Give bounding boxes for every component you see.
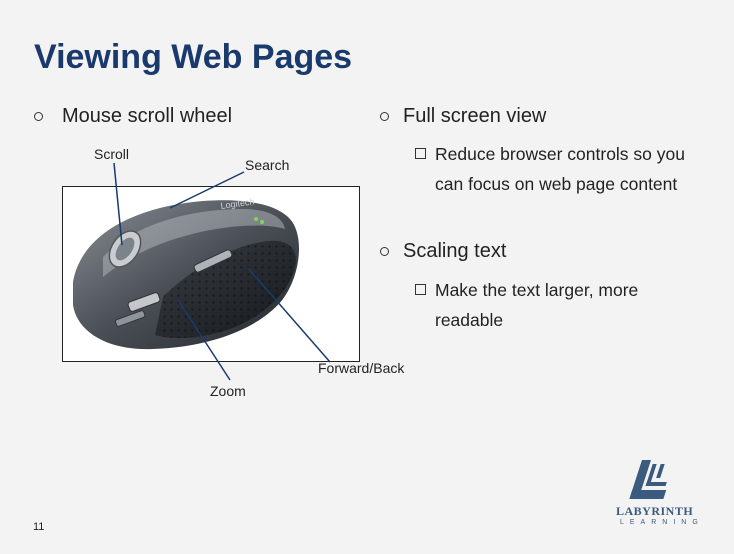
- sub-bullet-reduce-controls: Reduce browser controls so you can focus…: [435, 144, 685, 194]
- zoom-callout-line: [177, 299, 231, 381]
- bullet-square-icon: [415, 284, 426, 295]
- bullet-circle-icon: [34, 112, 43, 121]
- bullet-mouse-scroll-wheel: Mouse scroll wheel: [62, 105, 233, 127]
- labyrinth-learning-logo: LABYRINTH LEARNING: [610, 458, 710, 534]
- bullet-square-icon: [415, 148, 426, 159]
- sub-bullet-larger-text: Make the text larger, more readable: [435, 280, 639, 330]
- mouse-image: Logitech: [62, 186, 360, 362]
- page-number: 11: [33, 521, 45, 533]
- callout-search: Search: [245, 157, 290, 173]
- bullet-circle-icon: [380, 247, 389, 256]
- bullet-full-screen-view: Full screen view: [403, 105, 547, 127]
- svg-text:Logitech: Logitech: [220, 196, 255, 211]
- logo-sub-text: LEARNING: [620, 519, 704, 526]
- forward-back-callout-line: [247, 267, 331, 363]
- search-callout-line: [169, 171, 245, 209]
- scroll-callout-line: [113, 162, 123, 246]
- slide-title: Viewing Web Pages: [34, 38, 353, 76]
- callout-scroll: Scroll: [94, 146, 130, 162]
- bullet-scaling-text: Scaling text: [403, 240, 507, 262]
- callout-zoom: Zoom: [210, 383, 246, 399]
- mouse-illustration: Logitech: [73, 196, 299, 350]
- callout-forward-back: Forward/Back: [318, 360, 405, 376]
- L-maze-icon: [629, 460, 667, 499]
- bullet-circle-icon: [380, 112, 389, 121]
- logo-brand-text: LABYRINTH: [616, 504, 694, 518]
